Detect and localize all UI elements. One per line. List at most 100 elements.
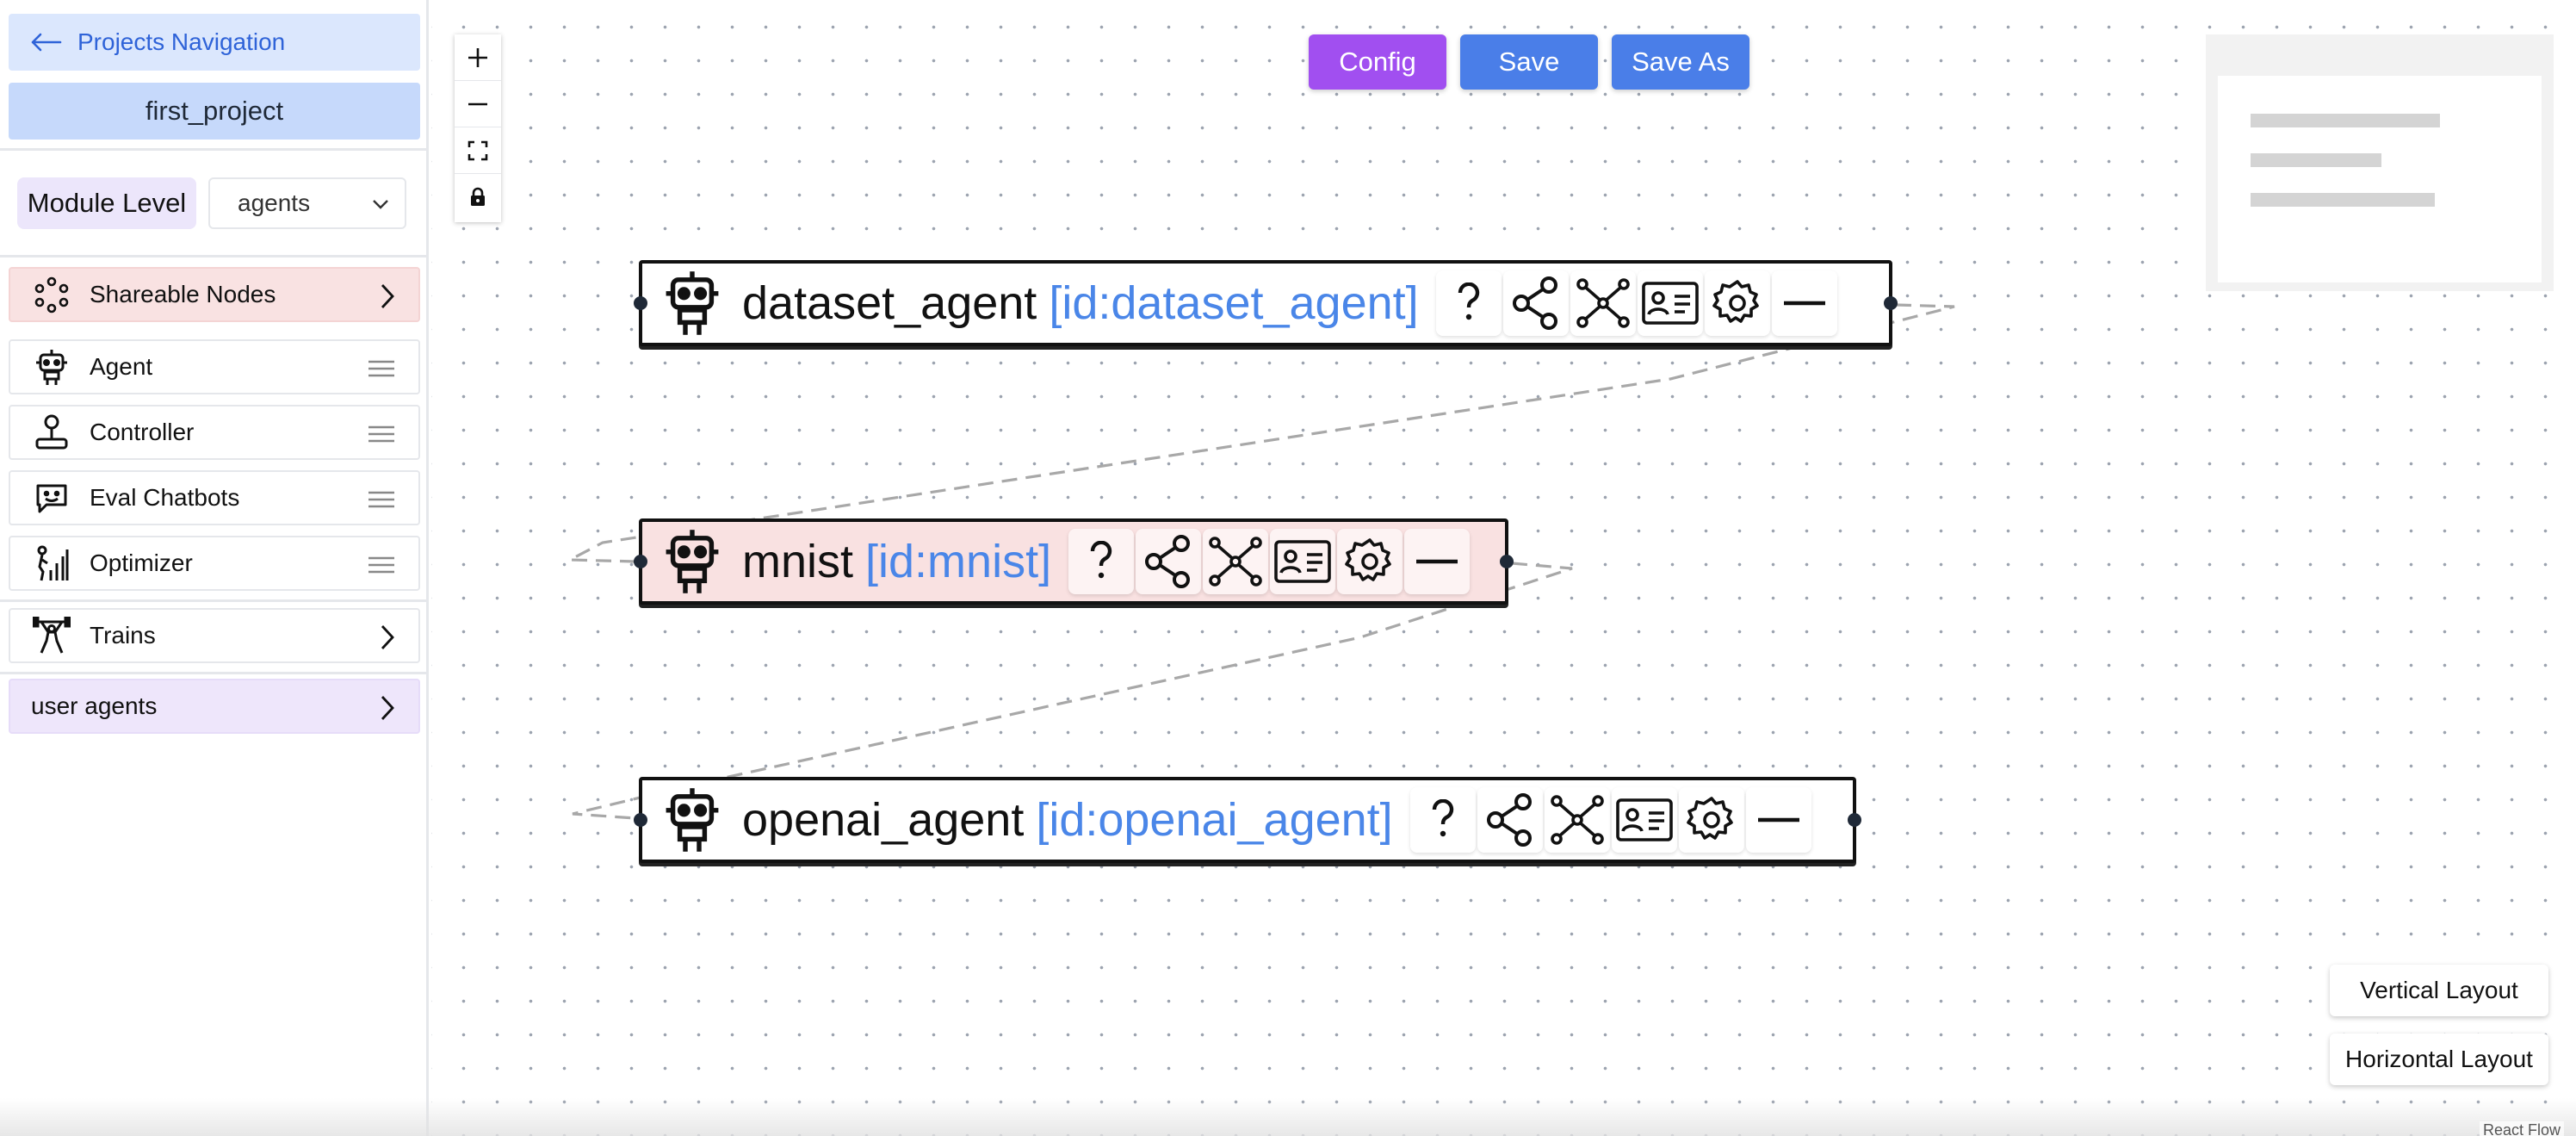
lock-icon <box>471 187 485 206</box>
vertical-layout-button[interactable]: Vertical Layout <box>2330 965 2548 1016</box>
zoom-in-button[interactable] <box>455 34 501 81</box>
drag-handle-icon[interactable] <box>367 355 396 382</box>
id-card-button[interactable] <box>1270 529 1336 594</box>
arrow-left-icon <box>31 33 62 52</box>
minimize-button[interactable] <box>1771 270 1837 336</box>
settings-button[interactable] <box>1678 787 1744 853</box>
zoom-controls <box>455 34 501 222</box>
sidebar-item-shareable-nodes[interactable]: Shareable Nodes <box>9 267 420 322</box>
controller-icon <box>33 413 71 451</box>
graph-button[interactable] <box>1544 787 1610 853</box>
node-title: dataset_agent <box>742 277 1037 329</box>
sidebar: Projects Navigation first_project Module… <box>0 0 429 1136</box>
id-card-icon <box>1615 798 1673 841</box>
id-card-icon <box>1641 282 1699 325</box>
minimap[interactable] <box>2206 34 2554 291</box>
fit-view-button[interactable] <box>455 127 501 174</box>
minimize-button[interactable] <box>1745 787 1811 853</box>
sidebar-item-trains[interactable]: Trains <box>9 608 420 663</box>
save-as-button[interactable]: Save As <box>1612 34 1749 90</box>
gear-icon <box>1686 797 1733 840</box>
help-button[interactable] <box>1068 529 1135 594</box>
help-icon <box>1090 541 1112 579</box>
node-input-handle[interactable] <box>634 813 647 827</box>
node-title: openai_agent <box>742 794 1025 846</box>
node-title: mnist <box>742 536 854 587</box>
share-icon <box>1512 276 1557 330</box>
lock-button[interactable] <box>455 174 501 220</box>
sidebar-item-controller[interactable]: Controller <box>9 405 420 460</box>
optimizer-icon <box>33 544 71 582</box>
node-tools <box>1435 270 1839 336</box>
share-icon <box>1145 535 1191 588</box>
sidebar-item-label: Controller <box>90 419 195 445</box>
divider <box>0 148 429 151</box>
save-button[interactable]: Save <box>1460 34 1598 90</box>
fit-view-icon <box>468 140 488 160</box>
chevron-right-icon <box>381 625 394 649</box>
config-button[interactable]: Config <box>1309 34 1446 90</box>
minimize-icon <box>1783 301 1825 306</box>
project-name[interactable]: first_project <box>9 83 420 140</box>
share-button[interactable] <box>1136 529 1202 594</box>
node-mnist[interactable]: mnist [id:mnist] <box>634 518 1514 605</box>
chevron-right-icon <box>381 696 394 720</box>
module-level-select[interactable]: agents <box>208 177 406 229</box>
id-card-button[interactable] <box>1637 270 1703 336</box>
settings-button[interactable] <box>1337 529 1403 594</box>
settings-button[interactable] <box>1704 270 1770 336</box>
drag-handle-icon[interactable] <box>367 486 396 513</box>
share-button[interactable] <box>1502 270 1569 336</box>
node-input-handle[interactable] <box>634 555 647 568</box>
id-card-button[interactable] <box>1611 787 1677 853</box>
node-output-handle[interactable] <box>1884 296 1898 310</box>
divider <box>0 255 429 258</box>
node-input-handle[interactable] <box>634 296 647 310</box>
module-level-label: Module Level <box>17 177 196 229</box>
node-openai-agent[interactable]: openai_agent [id:openai_agent] <box>634 777 1861 863</box>
share-button[interactable] <box>1477 787 1543 853</box>
sidebar-item-label: user agents <box>31 692 158 719</box>
sidebar-item-optimizer[interactable]: Optimizer <box>9 536 420 591</box>
divider <box>0 672 429 674</box>
help-icon <box>1432 799 1453 837</box>
sidebar-item-eval-chatbots[interactable]: Eval Chatbots <box>9 470 420 525</box>
node-tools <box>1068 529 1471 594</box>
help-button[interactable] <box>1409 787 1476 853</box>
projects-navigation-button[interactable]: Projects Navigation <box>9 14 420 71</box>
react-flow-attribution[interactable]: React Flow <box>2480 1121 2565 1136</box>
graph-button[interactable] <box>1203 529 1269 594</box>
robot-icon <box>666 271 719 335</box>
sidebar-item-agent[interactable]: Agent <box>9 339 420 394</box>
bottom-fade <box>0 1098 2576 1136</box>
chatbot-icon <box>33 479 71 517</box>
module-level-select-value: agents <box>238 189 311 216</box>
robot-icon <box>666 530 719 593</box>
minimap-node <box>2251 153 2381 167</box>
gear-icon <box>1345 538 1391 581</box>
shareable-nodes-icon <box>33 276 71 313</box>
projects-navigation-label: Projects Navigation <box>77 28 286 55</box>
node-output-handle[interactable] <box>1500 555 1514 568</box>
minimap-viewport <box>2218 76 2542 282</box>
drag-handle-icon[interactable] <box>367 420 396 448</box>
node-output-handle[interactable] <box>1848 813 1861 827</box>
horizontal-layout-button[interactable]: Horizontal Layout <box>2330 1034 2548 1085</box>
node-dataset-agent[interactable]: dataset_agent [id:dataset_agent] <box>634 260 1898 346</box>
minimize-icon <box>1757 817 1799 823</box>
graph-button[interactable] <box>1570 270 1636 336</box>
zoom-out-button[interactable] <box>455 81 501 127</box>
plus-icon <box>468 47 487 67</box>
sidebar-item-label: Trains <box>90 622 156 649</box>
node-tools <box>1409 787 1813 853</box>
sidebar-item-user-agents[interactable]: user agents <box>9 679 420 734</box>
node-id-label: [id:mnist] <box>865 536 1052 587</box>
help-button[interactable] <box>1435 270 1502 336</box>
sidebar-item-label: Eval Chatbots <box>90 484 240 511</box>
drag-handle-icon[interactable] <box>367 551 396 579</box>
chevron-down-icon <box>373 200 388 209</box>
minimize-button[interactable] <box>1404 529 1471 594</box>
sidebar-item-label: Agent <box>90 353 153 380</box>
help-icon <box>1458 282 1479 320</box>
gear-icon <box>1712 280 1759 323</box>
